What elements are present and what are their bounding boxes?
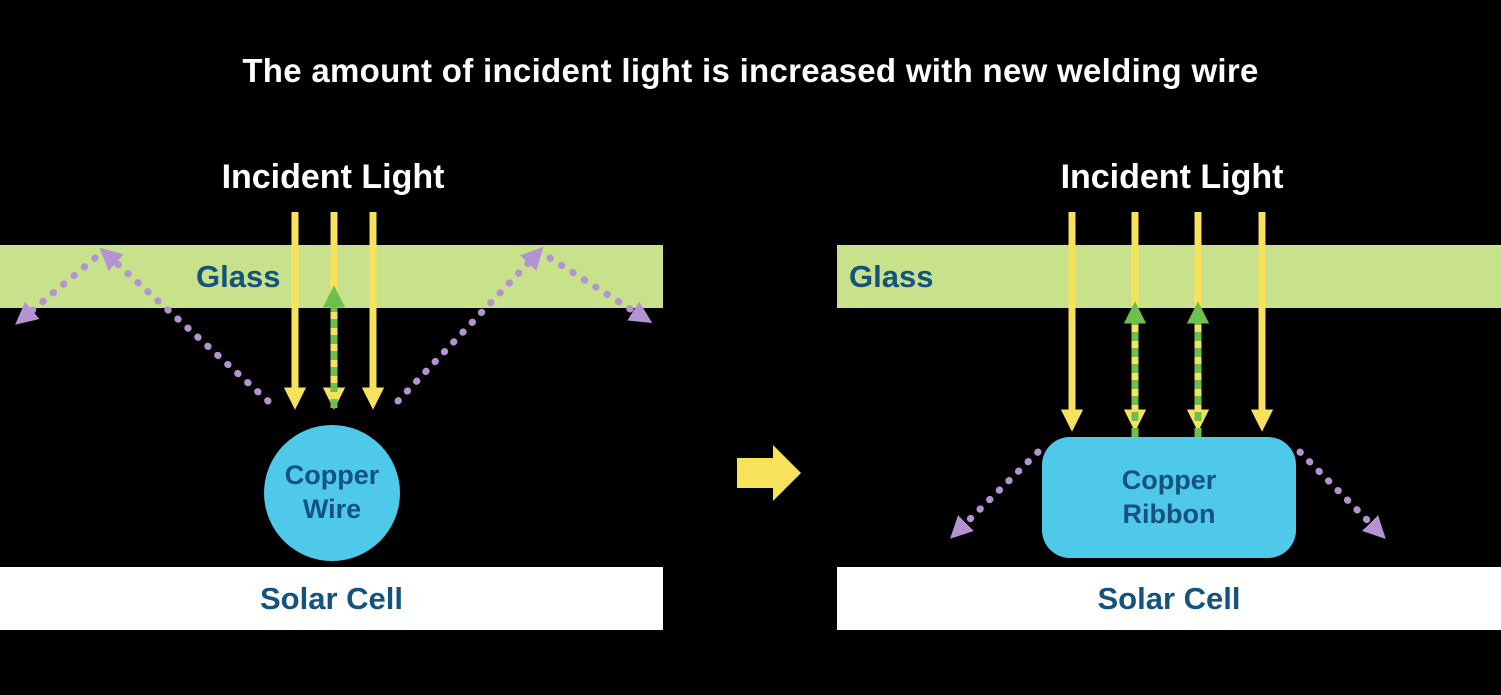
- transform-right-arrow: [737, 445, 801, 501]
- copper-wire-label-line1: Copper: [284, 460, 380, 491]
- left-incident-light-label: Incident Light: [221, 158, 445, 196]
- right-solar-cell-bar: Solar Cell: [837, 567, 1501, 630]
- copper-ribbon-label-line1: Copper: [1121, 464, 1217, 495]
- left-scattered-ray-exit-left-arrow: [15, 254, 99, 325]
- right-scattered-ray-right-arrow: [1296, 448, 1386, 539]
- right-glass-bar: [837, 245, 1501, 308]
- right-incident-light-label: Incident Light: [1060, 158, 1284, 196]
- copper-ribbon-label-line2: Ribbon: [1122, 498, 1216, 529]
- left-scattered-ray-up-right-arrow: [394, 246, 544, 405]
- left-glass-label: Glass: [196, 259, 281, 294]
- left-solar-cell-label: Solar Cell: [260, 580, 403, 616]
- copper-wire-label-line2: Wire: [302, 494, 362, 524]
- diagram-title: The amount of incident light is increase…: [242, 52, 1259, 89]
- left-scattered-ray-exit-right-arrow: [546, 254, 653, 324]
- copper-wire-circle: Copper Wire: [264, 425, 400, 561]
- left-solar-cell-bar: Solar Cell: [0, 567, 663, 630]
- right-glass-label: Glass: [849, 259, 934, 294]
- copper-ribbon-rect: Copper Ribbon: [1042, 437, 1296, 558]
- left-scattered-ray-up-left-arrow: [99, 247, 272, 405]
- right-solar-cell-label: Solar Cell: [1097, 580, 1241, 616]
- right-scattered-ray-left-arrow: [950, 448, 1042, 539]
